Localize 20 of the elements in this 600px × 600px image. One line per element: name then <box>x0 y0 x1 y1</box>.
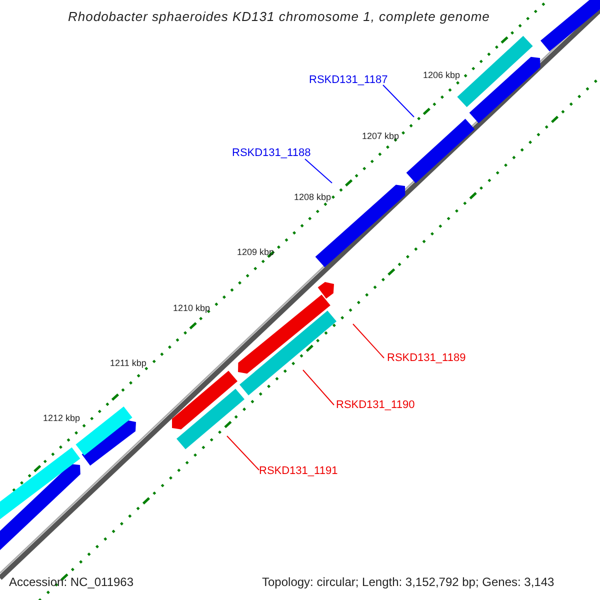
leader-line <box>304 158 332 184</box>
scale-label: 1211 kbp <box>110 359 146 368</box>
scale-label: 1208 kbp <box>294 193 332 202</box>
leader-line <box>302 370 334 406</box>
scale-label: 1212 kbp <box>43 414 80 423</box>
scale-label: 1207 kbp <box>362 132 400 141</box>
scale-label: 1210 kbp <box>173 304 210 313</box>
info-text: Accession: NC_011963 <box>9 576 134 588</box>
scale-label: 1209 kbp <box>237 248 274 257</box>
leader-line <box>382 84 414 118</box>
gene-label: RSKD131_1187 <box>309 75 388 86</box>
scale-label: 1206 kbp <box>423 71 460 80</box>
gene-label: RSKD131_1188 <box>232 148 311 159</box>
leader-line <box>352 324 384 358</box>
gene-label: RSKD131_1189 <box>387 353 466 364</box>
map-title: Rhodobacter sphaeroides KD131 chromosome 1, complete genome <box>68 10 490 23</box>
gene-label: RSKD131_1191 <box>259 466 338 477</box>
leader-line <box>226 436 260 470</box>
gene-label: RSKD131_1190 <box>336 400 415 411</box>
info-text: Topology: circular; Length: 3,152,792 bp; Genes: 3,143 <box>262 576 554 588</box>
